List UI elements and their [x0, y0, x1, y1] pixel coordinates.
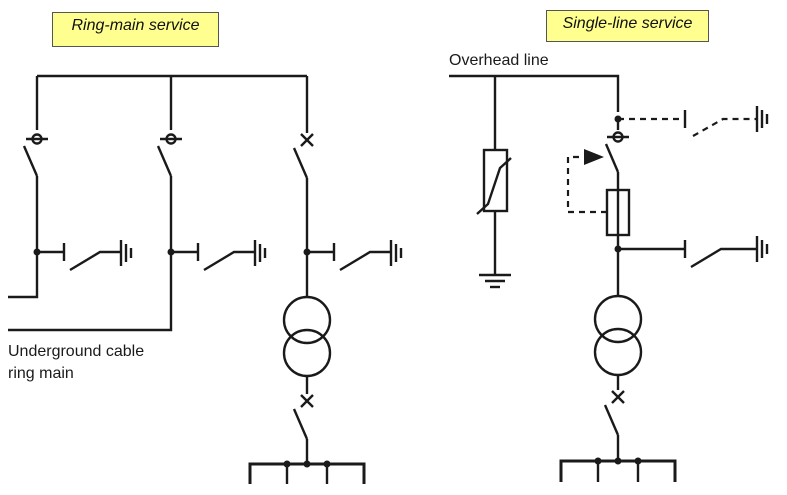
- lv-switch-blade: [603, 404, 620, 436]
- single-line-title: Single-line service: [546, 10, 709, 42]
- feeder-1-earthing-switch: [37, 243, 121, 272]
- earth-icon: [755, 106, 769, 132]
- underground-cable-label-line2: ring main: [8, 365, 74, 382]
- feeder-1-switch-blade: [22, 145, 39, 177]
- lv-junction-dot: [594, 457, 602, 465]
- surge-arrester: [476, 76, 512, 289]
- lower-earthing-switch: [618, 240, 757, 269]
- fuse-trip-link-dashed: [566, 155, 607, 214]
- circuit-breaker-cross-icon: [300, 133, 314, 147]
- ring-main-transformer-feeder: [248, 76, 403, 484]
- earth-icon: [253, 240, 267, 266]
- ring-main-diagram: [8, 74, 403, 484]
- feeder-3-switch-blade: [292, 147, 309, 179]
- trip-arrow-icon: [584, 149, 604, 165]
- dashed-earthing-blade: [692, 117, 757, 137]
- feeder-2-cable-out: [8, 176, 173, 332]
- feeder-2-switch-blade: [156, 145, 173, 177]
- feeder-2-earthing-switch: [171, 243, 255, 272]
- lv-junction-dot: [303, 460, 311, 468]
- lv-junction-dot: [283, 460, 291, 468]
- ring-main-feeder-1: [8, 76, 133, 299]
- lv-junction-dot: [614, 457, 622, 465]
- lv-breaker-cross-icon: [611, 390, 625, 404]
- feeder-3-earthing-switch: [307, 243, 391, 272]
- earth-icon: [389, 240, 403, 266]
- single-line-transformer-feeder: [559, 294, 677, 482]
- ring-main-feeder-2: [8, 76, 267, 332]
- lv-switch-blade: [292, 408, 309, 440]
- ring-main-title: Ring-main service: [52, 12, 219, 47]
- overhead-line-label: Overhead line: [449, 52, 549, 69]
- overhead-line-conductor: [449, 74, 620, 112]
- surge-arrester-characteristic: [476, 157, 512, 215]
- transformer-icon: [593, 294, 643, 377]
- earth-icon: [119, 240, 133, 266]
- single-line-diagram: [449, 74, 769, 482]
- feeder-1-cable-out: [8, 176, 39, 299]
- earth-icon: [755, 236, 769, 262]
- lv-junction-dot: [634, 457, 642, 465]
- underground-cable-label-line1: Underground cable: [8, 343, 145, 360]
- load-break-switch-blade: [604, 143, 620, 173]
- transformer-icon: [282, 295, 332, 378]
- lv-junction-dot: [323, 460, 331, 468]
- lv-breaker-cross-icon: [300, 394, 314, 408]
- ground-icon: [479, 273, 511, 289]
- fused-load-break-switch: [566, 106, 769, 296]
